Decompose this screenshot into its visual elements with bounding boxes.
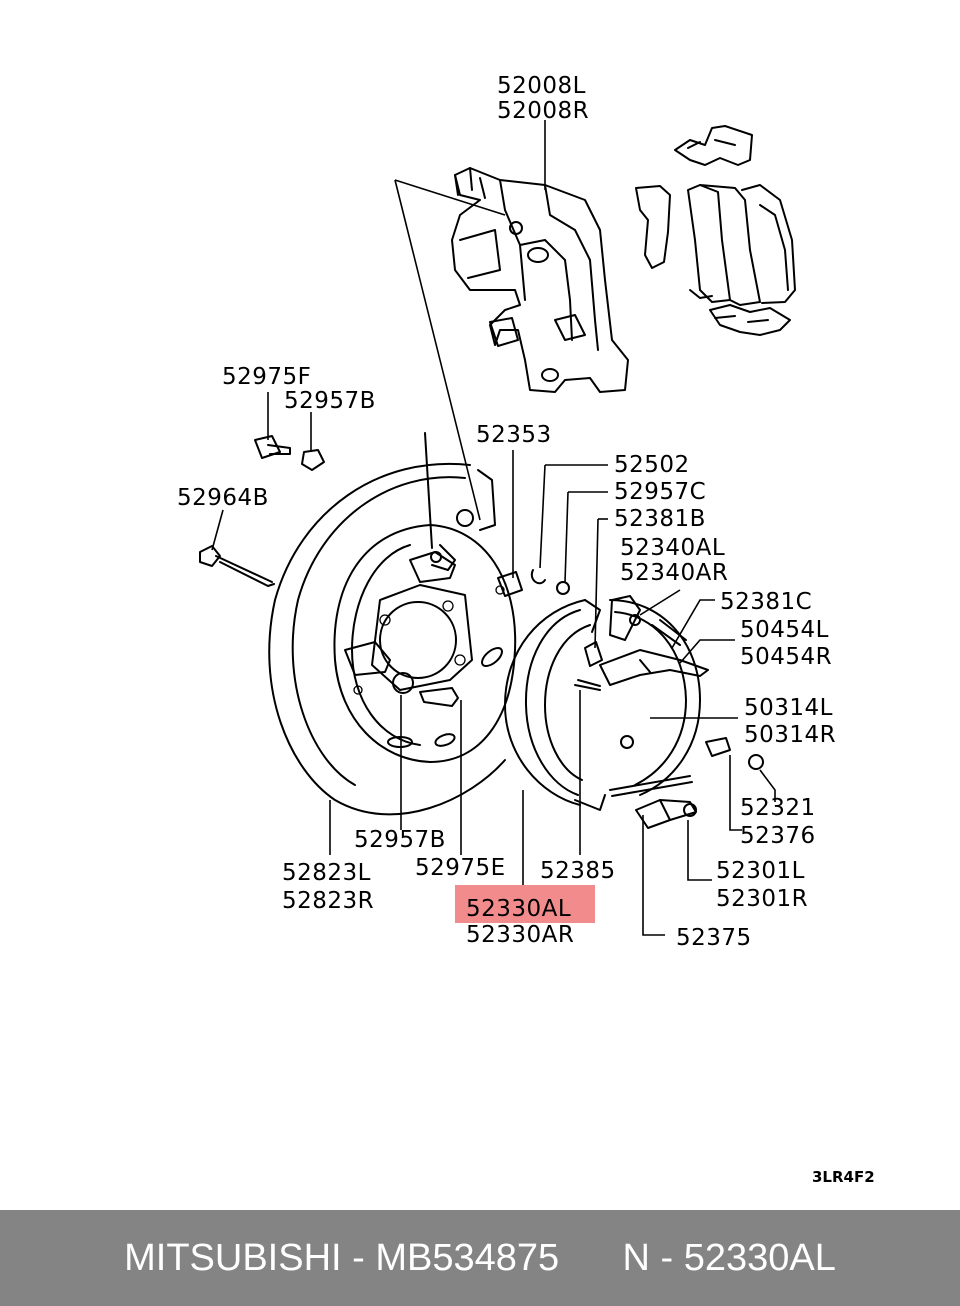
label-52385: 52385 (540, 858, 616, 884)
brake-pads-drawing (635, 125, 796, 336)
label-52381b: 52381B (614, 506, 706, 532)
label-52381c: 52381C (720, 589, 812, 615)
backing-plate-drawing (268, 462, 517, 816)
label-52301l: 52301L (716, 858, 805, 884)
label-52502: 52502 (614, 452, 690, 478)
label-52353: 52353 (476, 422, 552, 448)
label-52975e: 52975E (415, 855, 506, 881)
label-52301r: 52301R (716, 886, 808, 912)
label-52823l: 52823L (282, 860, 371, 886)
label-50314l: 50314L (744, 695, 833, 721)
label-52964b: 52964B (177, 485, 269, 511)
diagram-code: 3LR4F2 (812, 1168, 875, 1186)
label-52340al: 52340AL (620, 535, 725, 561)
leader-lines (211, 120, 776, 936)
label-50314r: 50314R (744, 722, 836, 748)
highlight-box (455, 885, 595, 923)
label-52823r: 52823R (282, 888, 374, 914)
hardware-left-drawing (199, 432, 570, 707)
footer-bar: MITSUBISHI - MB534875 N - 52330AL (0, 1210, 960, 1306)
label-52330ar: 52330AR (466, 922, 574, 948)
label-52957b-bottom: 52957B (354, 827, 446, 853)
label-52008l: 52008L (497, 73, 586, 99)
label-52975f: 52975F (222, 364, 311, 390)
caliper-drawing (451, 167, 629, 393)
label-52321: 52321 (740, 795, 816, 821)
brake-shoe-drawing (504, 595, 764, 829)
label-52957c: 52957C (614, 479, 706, 505)
label-50454r: 50454R (740, 644, 832, 670)
label-52376: 52376 (740, 823, 816, 849)
label-52957b-top: 52957B (284, 388, 376, 414)
label-52008r: 52008R (497, 98, 589, 124)
label-52330al: 52330AL (466, 896, 571, 922)
footer-text: MITSUBISHI - MB534875 N - 52330AL (124, 1236, 836, 1279)
label-52375: 52375 (676, 925, 752, 951)
label-50454l: 50454L (740, 617, 829, 643)
parts-diagram: 52008L 52008R 52975F 52957B 52964B 52353… (177, 73, 875, 1186)
label-52340ar: 52340AR (620, 560, 728, 586)
